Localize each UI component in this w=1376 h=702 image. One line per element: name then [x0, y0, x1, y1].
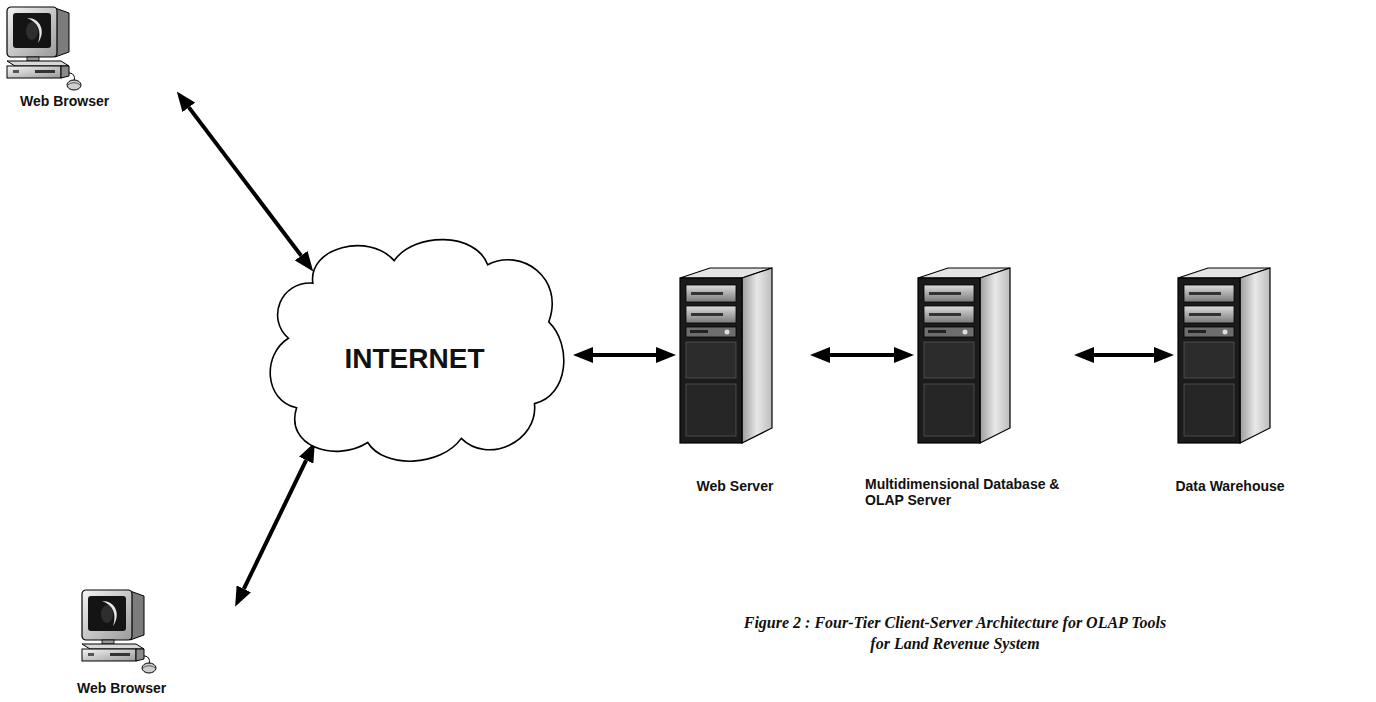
server-label: Data Warehouse: [1175, 478, 1284, 494]
connector-arrow: [244, 460, 306, 589]
connector-arrow: [830, 353, 894, 357]
server-label: Web Server: [697, 478, 774, 494]
server-label: Multidimensional Database & OLAP Server: [865, 476, 1063, 508]
connector-arrow: [593, 353, 656, 357]
machine-node: Multidimensional Database & OLAP Server: [862, 268, 1065, 510]
connector-arrow: [1094, 353, 1154, 357]
cloud-label: INTERNET: [345, 343, 485, 375]
computer-icon: [5, 5, 83, 91]
server-tower: [680, 268, 772, 443]
client-label: Web Browser: [20, 93, 109, 109]
computer-icon: [80, 588, 158, 674]
network-cloud: INTERNET: [262, 232, 567, 467]
machine-node: Web Browser: [5, 5, 111, 111]
machine-node: Data Warehouse: [1155, 268, 1287, 496]
server-tower: [918, 268, 1010, 443]
figure-caption: Figure 2 : Four-Tier Client-Server Archi…: [734, 612, 1177, 654]
machine-node: Web Browser: [80, 588, 168, 698]
connector-arrow: [189, 107, 301, 255]
server-tower: [1178, 268, 1270, 443]
client-label: Web Browser: [77, 680, 166, 696]
machine-node: Web Server: [665, 268, 775, 496]
